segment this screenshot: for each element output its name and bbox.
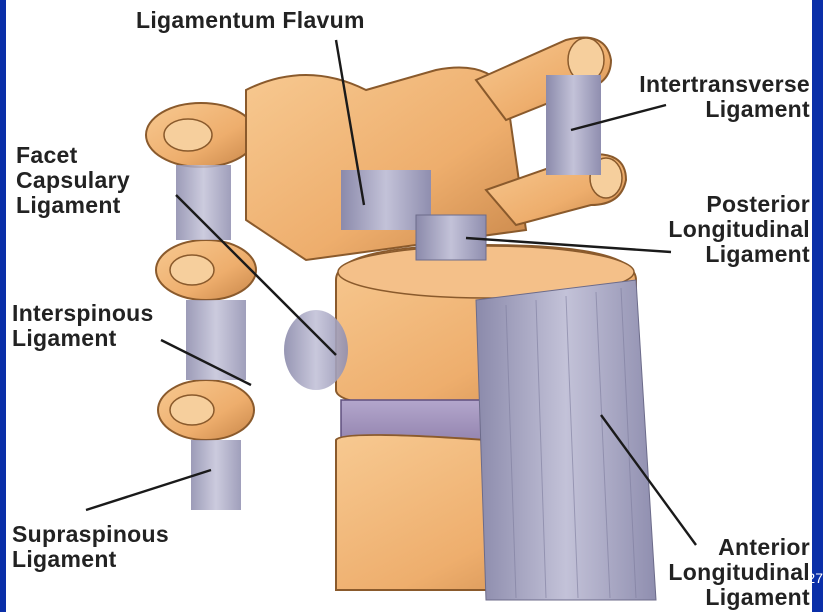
label-facet-capsulary-ligament: Facet Capsulary Ligament (16, 143, 130, 218)
label-supraspinous-ligament: Supraspinous Ligament (12, 522, 169, 572)
spinous-processes (146, 103, 256, 440)
label-interspinous-ligament: Interspinous Ligament (12, 301, 154, 351)
posterior-longitudinal-shape (416, 215, 486, 260)
label-intertransverse-ligament: Intertransverse Ligament (639, 72, 810, 122)
label-ligamentum-flavum: Ligamentum Flavum (136, 8, 365, 33)
label-posterior-longitudinal-ligament: Posterior Longitudinal Ligament (668, 192, 810, 267)
facet-capsule-shape (284, 310, 348, 390)
page-number: 27 (807, 570, 823, 586)
label-anterior-longitudinal-ligament: Anterior Longitudinal Ligament (668, 535, 810, 610)
posterior-ligaments (176, 165, 246, 510)
anterior-longitudinal-shape (476, 280, 656, 600)
illustration-panel: Ligamentum Flavum Intertransverse Ligame… (6, 0, 812, 612)
intertransverse-shape (546, 75, 601, 175)
